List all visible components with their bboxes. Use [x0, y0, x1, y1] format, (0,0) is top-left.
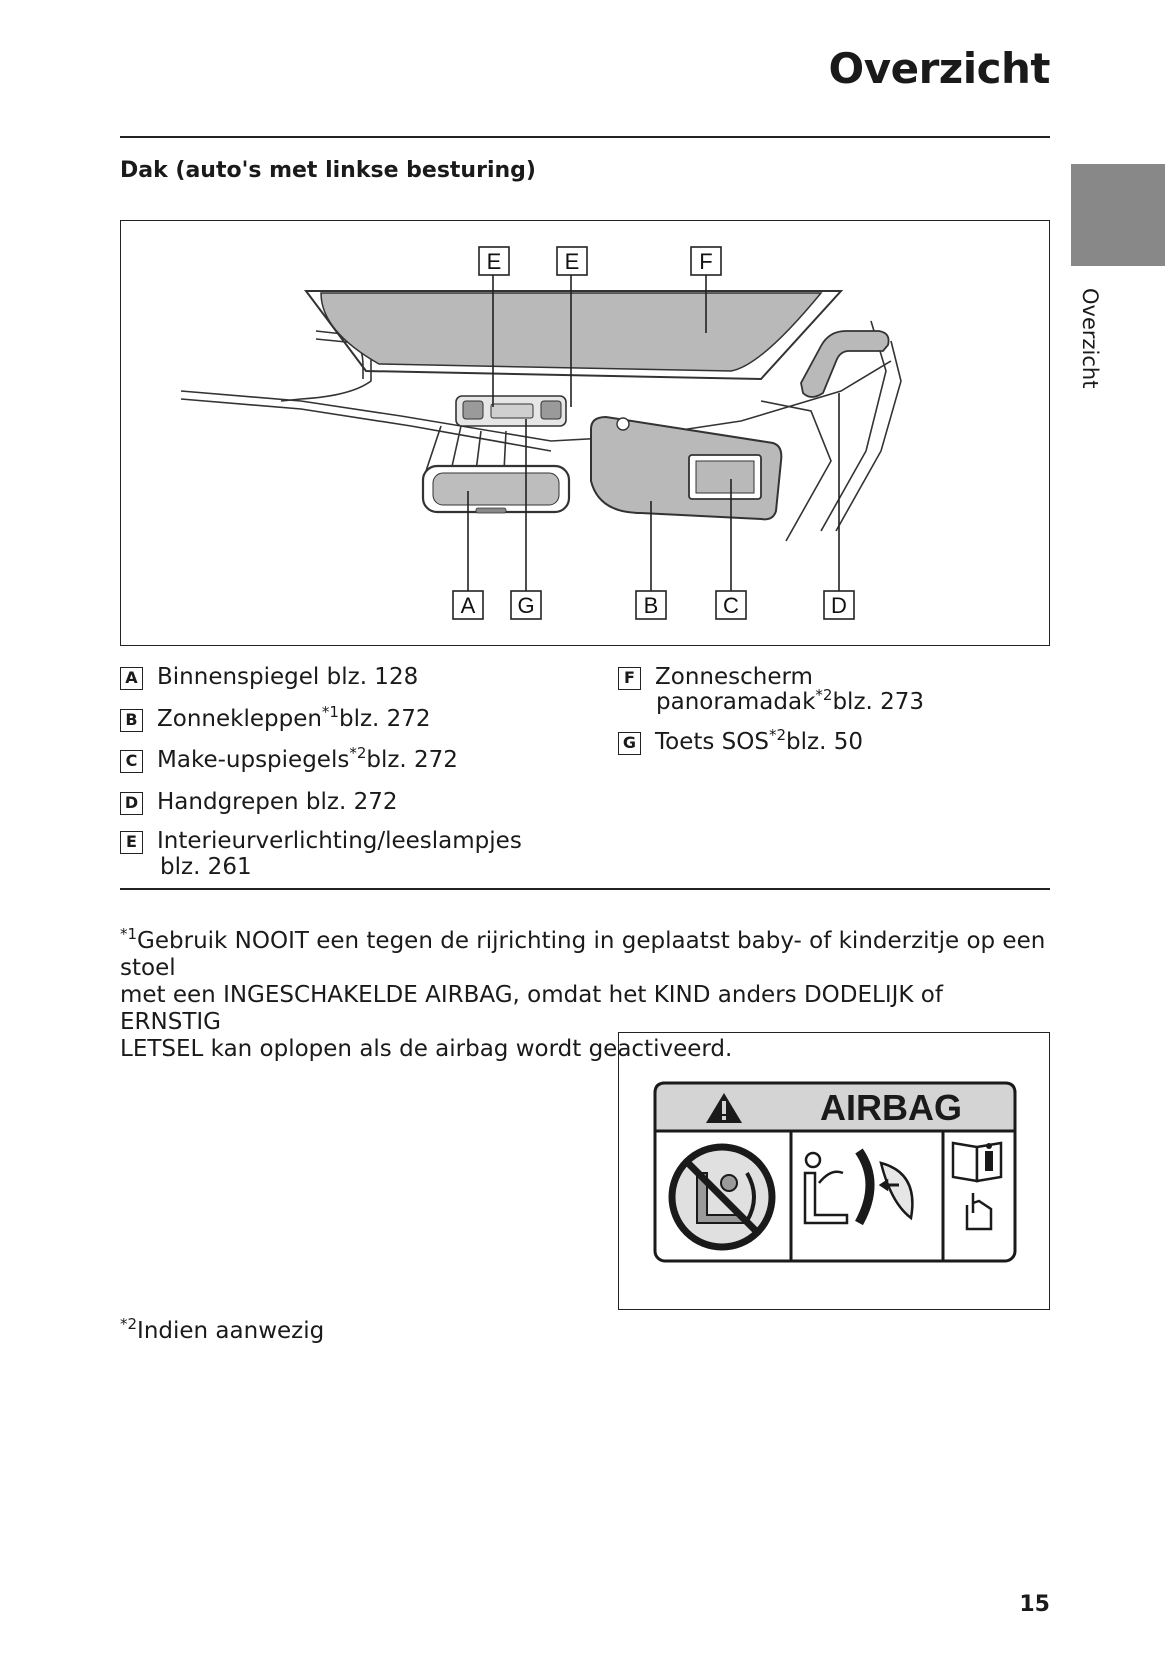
roof-illustration: E E F A G B C D [180, 246, 902, 620]
section-heading: Dak (auto's met linkse besturing) [120, 158, 536, 183]
key-e: E [120, 831, 143, 854]
warning-triangle-icon [706, 1093, 742, 1123]
key-c: C [120, 750, 143, 773]
callout-F: F [690, 246, 722, 276]
svg-text:G: G [517, 593, 534, 618]
callout-A: A [452, 590, 484, 620]
legend-item-e-cont: blz. 261 [160, 854, 252, 880]
callout-C: C [715, 590, 747, 620]
footnote-2: *2Indien aanwezig [120, 1315, 325, 1345]
footnote-1: *1Gebruik NOOIT een tegen de rijrichting… [120, 925, 1046, 1063]
roof-diagram: E E F A G B C D [120, 220, 1050, 646]
side-label: Overzicht [1078, 288, 1102, 389]
manual-book-icon [951, 1141, 1003, 1231]
side-tab[interactable] [1071, 164, 1165, 266]
page-number: 15 [1019, 1592, 1050, 1617]
callout-G: G [510, 590, 542, 620]
svg-text:E: E [565, 249, 580, 274]
page-title: Overzicht [828, 44, 1051, 93]
svg-text:F: F [699, 249, 712, 274]
airbag-deploy-icon [803, 1148, 914, 1226]
title-rule [120, 136, 1050, 138]
svg-text:E: E [487, 249, 502, 274]
svg-text:B: B [644, 593, 659, 618]
svg-text:C: C [723, 593, 739, 618]
key-b: B [120, 709, 143, 732]
key-f: F [618, 667, 641, 690]
svg-text:D: D [831, 593, 847, 618]
callout-E1: E [478, 246, 510, 276]
key-a: A [120, 667, 143, 690]
legend-item-f-cont: panoramadak*2blz. 273 [656, 686, 925, 716]
section-bottom-rule [120, 888, 1050, 890]
key-g: G [618, 732, 641, 755]
callout-B: B [635, 590, 667, 620]
no-child-seat-icon [668, 1143, 776, 1251]
callout-D: D [823, 590, 855, 620]
airbag-label-graphic: AIRBAG [653, 1081, 1017, 1263]
airbag-warning-label: AIRBAG [618, 1032, 1050, 1310]
key-d: D [120, 792, 143, 815]
svg-text:A: A [461, 593, 476, 618]
airbag-title: AIRBAG [820, 1087, 962, 1128]
callout-E2: E [556, 246, 588, 276]
